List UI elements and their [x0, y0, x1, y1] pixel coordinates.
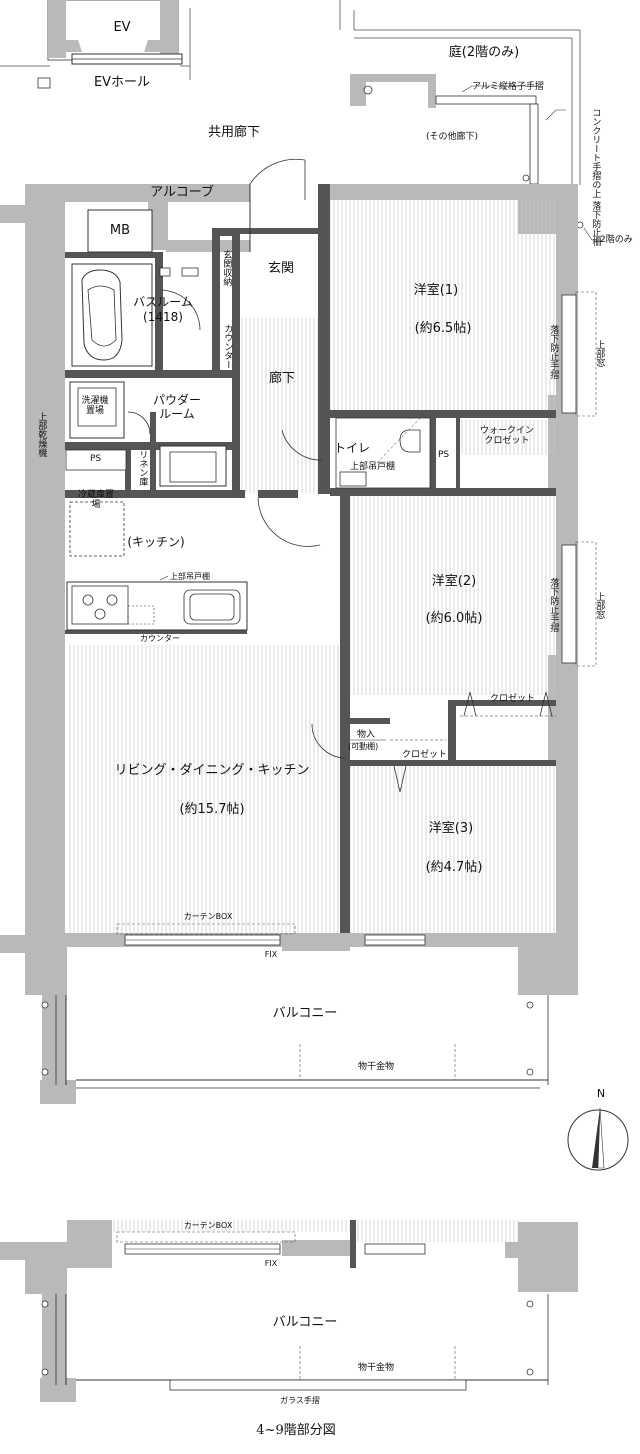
- room3-size-label: (約4.7帖): [425, 860, 483, 875]
- walk-in-closet-label: ウォークインクロゼット: [480, 426, 535, 447]
- fix-label: FIX: [264, 950, 278, 959]
- upper-cabinet2-label: 上部吊戸棚: [170, 572, 210, 581]
- ev-hall-area: [0, 0, 191, 89]
- alcove-label: アルコーブ: [150, 185, 214, 200]
- ldk-size-label: (約15.7帖): [179, 802, 245, 817]
- powder-fixtures: [65, 381, 227, 487]
- toilet-fixtures: [335, 409, 431, 489]
- fall-guard2-label: 落下防止手摺: [548, 578, 559, 632]
- ev-hall-label: EVホール: [93, 75, 151, 90]
- curtain-box-label: カーテンBOX: [183, 912, 233, 921]
- entrance-label: 玄関: [267, 261, 295, 276]
- lower-partial-plan: [0, 1220, 578, 1402]
- closet-a-label: クロゼット: [490, 694, 536, 704]
- room1-size-label: (約6.5帖): [414, 321, 472, 336]
- garden-label: 庭(2階のみ): [448, 45, 520, 60]
- second-floor-only-label: 2階のみ: [600, 235, 633, 245]
- upper-cabinet-label: 上部吊戸棚: [350, 462, 396, 472]
- interior-walls: [65, 184, 556, 933]
- storage-note-label: (可動棚): [348, 742, 379, 751]
- fall-guard1-label: 落下防止手摺: [548, 325, 559, 379]
- plan-caption: 4~9階部分図: [256, 1423, 336, 1438]
- north-label: N: [596, 1087, 606, 1100]
- laundry-pole2-label: 物干金物: [357, 1363, 395, 1373]
- upper-window2-label: 上部窓: [594, 592, 605, 619]
- room2-label: 洋室(2): [431, 574, 477, 589]
- curtain-box2-label: カーテンBOX: [183, 1221, 233, 1230]
- kitchen-label: (キッチン): [127, 535, 185, 549]
- washer-space-label: 洗濯機置場: [81, 396, 109, 417]
- balcony2-label: バルコニー: [272, 1315, 338, 1330]
- upper-dryer-label: 上部乾燥機: [36, 412, 47, 457]
- ps2-label: PS: [438, 450, 450, 460]
- entrance-doors: [249, 158, 347, 759]
- counter-vertical-label: カウンター: [222, 324, 233, 369]
- other-corridor-label: (その他廊下): [425, 132, 479, 142]
- room-floors: [67, 200, 556, 933]
- bathroom-fixtures: [71, 263, 201, 367]
- concrete-rail-label: コンクリート手摺の上 落下防止柵: [590, 108, 601, 246]
- room1-label: 洋室(1): [413, 283, 459, 298]
- bathroom-size-label: (1418): [143, 310, 183, 324]
- fridge-space-label: 冷蔵庫置場: [78, 490, 115, 511]
- toilet-label: トイレ: [334, 441, 371, 455]
- north-arrow-icon: [567, 1107, 629, 1171]
- ldk-label: リビング・ダイニング・キッチン: [114, 763, 310, 778]
- linen-label: リネン庫: [137, 450, 148, 486]
- powder-room-label: パウダールーム: [152, 393, 201, 421]
- room3-label: 洋室(3): [428, 821, 474, 836]
- closet-fixtures: [350, 691, 556, 793]
- ev-label: EV: [113, 20, 131, 35]
- common-corridor-label: 共用廊下: [207, 125, 261, 140]
- room2-size-label: (約6.0帖): [425, 611, 483, 626]
- closet-b-label: クロゼット: [402, 750, 448, 760]
- mb-label: MB: [109, 223, 131, 238]
- corridor-label: 廊下: [268, 371, 296, 386]
- aluminum-rail-label: アルミ縦格子手摺: [472, 82, 544, 92]
- ps-label: PS: [90, 454, 102, 464]
- bathroom-label: バスルーム: [133, 295, 193, 309]
- balcony-upper: [40, 995, 549, 1104]
- glass-rail-label: ガラス手摺: [280, 1396, 320, 1405]
- unit-walls: [0, 184, 597, 995]
- storage-label: 物入: [357, 730, 376, 740]
- garden-area: [339, 0, 600, 241]
- laundry-pole-label: 物干金物: [357, 1062, 395, 1072]
- fix2-label: FIX: [264, 1259, 278, 1268]
- entrance-storage-label: 玄関収納: [221, 250, 232, 286]
- balcony-label: バルコニー: [272, 1006, 338, 1021]
- upper-window1-label: 上部窓: [594, 340, 605, 367]
- kitchen-fixtures: [66, 501, 248, 631]
- counter-label: カウンター: [140, 634, 180, 643]
